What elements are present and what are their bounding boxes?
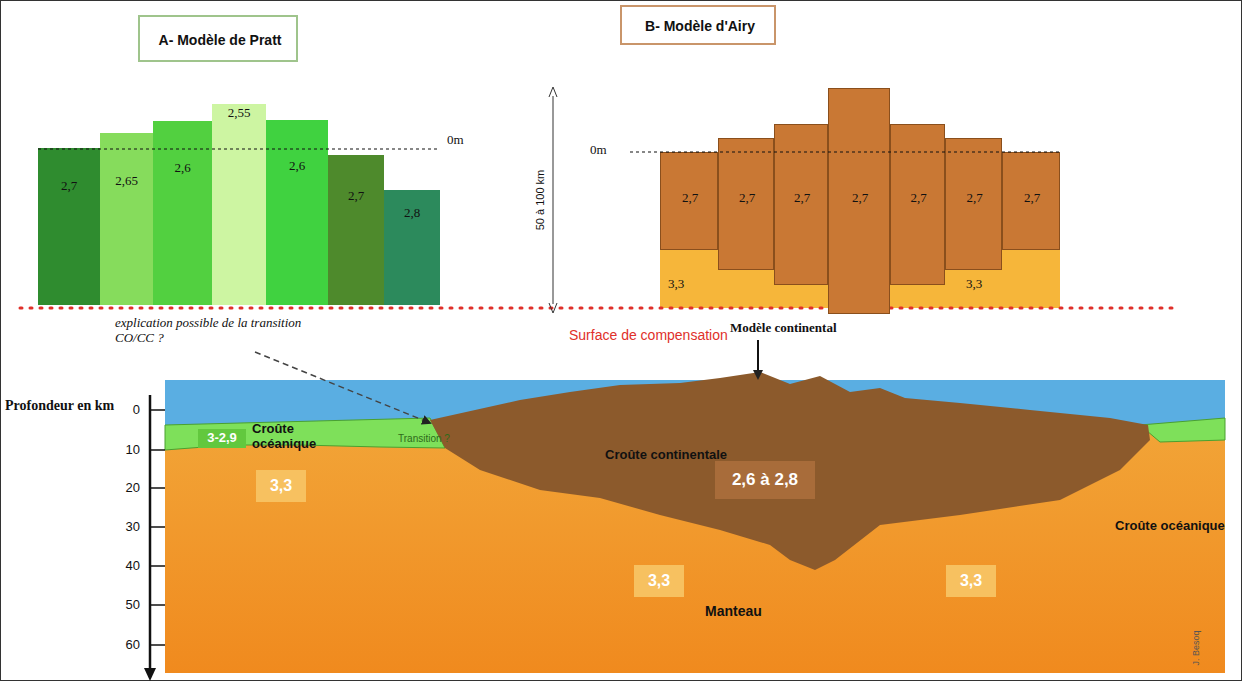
tick-label: 0 [133, 402, 140, 417]
node-text: 3,3 [270, 477, 292, 495]
node-text: 2,65 [115, 173, 138, 189]
region-label: Croûte océanique [1115, 518, 1225, 533]
title-box: B- Modèle d'Airy [620, 5, 776, 45]
node-text: 2,7 [910, 190, 926, 206]
annotation: explication possible de la transition CO… [115, 316, 305, 346]
density-label: 3,3 [668, 276, 684, 292]
thickness-heads [549, 87, 557, 313]
node-text: 2,6 à 2,8 [732, 470, 798, 490]
airy-block: 2,7 [660, 152, 718, 250]
title-box: A- Modèle de Pratt [138, 15, 298, 62]
pratt-block: 2,65 [100, 133, 153, 305]
tick-label: 40 [126, 558, 140, 573]
pratt-block: 2,7 [38, 148, 100, 305]
airy-block: 2,7 [828, 88, 890, 314]
node-text: 2,55 [228, 105, 251, 121]
node-text: A- Modèle de Pratt [159, 32, 282, 48]
annotation-leader [255, 352, 430, 423]
pratt-block: 2,7 [328, 155, 384, 305]
node-text: 2,7 [61, 178, 77, 194]
node-text: 2,6 [174, 160, 190, 176]
airy-block: 2,7 [1002, 152, 1060, 250]
sea-level-label: 0m [590, 142, 607, 158]
pratt-block: 2,8 [384, 190, 440, 305]
density-label: 3,3 [966, 276, 982, 292]
density-box: 3-2,9 [198, 429, 246, 448]
node-text: 2,6 [289, 158, 305, 174]
density-box: 3,3 [634, 565, 684, 597]
axis-title: Profondeur en km [5, 398, 125, 414]
continental-crust [430, 372, 1150, 570]
compensation-line [20, 307, 1180, 310]
density-box: 3,3 [256, 470, 306, 502]
density-box: 2,6 à 2,8 [715, 461, 815, 499]
node-text: 2,7 [852, 190, 868, 206]
tick-label: 60 [126, 637, 140, 652]
node-text: 3-2,9 [207, 430, 237, 445]
pratt-block: 2,55 [212, 104, 266, 305]
node-text: 2,7 [966, 190, 982, 206]
tick-label: 10 [126, 442, 140, 457]
node-text: 2,7 [682, 190, 698, 206]
node-text: B- Modèle d'Airy [645, 18, 755, 34]
tick-label: 50 [126, 597, 140, 612]
node-text: 3,3 [960, 572, 982, 590]
node-text: 2,7 [739, 190, 755, 206]
region-label: Croûte océanique [252, 422, 332, 452]
airy-block: 2,7 [718, 138, 774, 270]
model-label: Modèle continental [730, 320, 837, 336]
oceanic-crust-right [1140, 418, 1225, 442]
continental-arrow [757, 340, 759, 378]
compensation-label: Surface de compensation [567, 327, 730, 343]
node-text: 2,7 [348, 188, 364, 204]
depth-axis [149, 395, 152, 670]
node-text: 3,3 [648, 572, 670, 590]
airy-block: 2,7 [890, 124, 945, 285]
tick-label: 30 [126, 519, 140, 534]
tick-label: 20 [126, 480, 140, 495]
region-label: Croûte continentale [605, 447, 727, 462]
airy-block: 2,7 [774, 124, 828, 285]
thickness-arrow [553, 96, 554, 304]
pratt-block: 2,6 [266, 120, 328, 305]
node-text: 2,7 [794, 190, 810, 206]
node-text: 2,8 [404, 205, 420, 221]
thickness-label: 50 à 100 km [534, 170, 546, 231]
depth-ticks [150, 410, 165, 645]
depth-axis-head [144, 668, 156, 681]
region-label: Manteau [705, 603, 762, 619]
density-box: 3,3 [946, 565, 996, 597]
sea-level-label: 0m [447, 132, 464, 148]
region-label: Transition ? [398, 433, 450, 444]
pratt-block: 2,6 [153, 121, 212, 305]
watermark: J. Besoq [1191, 630, 1201, 665]
airy-block: 2,7 [945, 138, 1002, 270]
node-text: 2,7 [1024, 190, 1040, 206]
